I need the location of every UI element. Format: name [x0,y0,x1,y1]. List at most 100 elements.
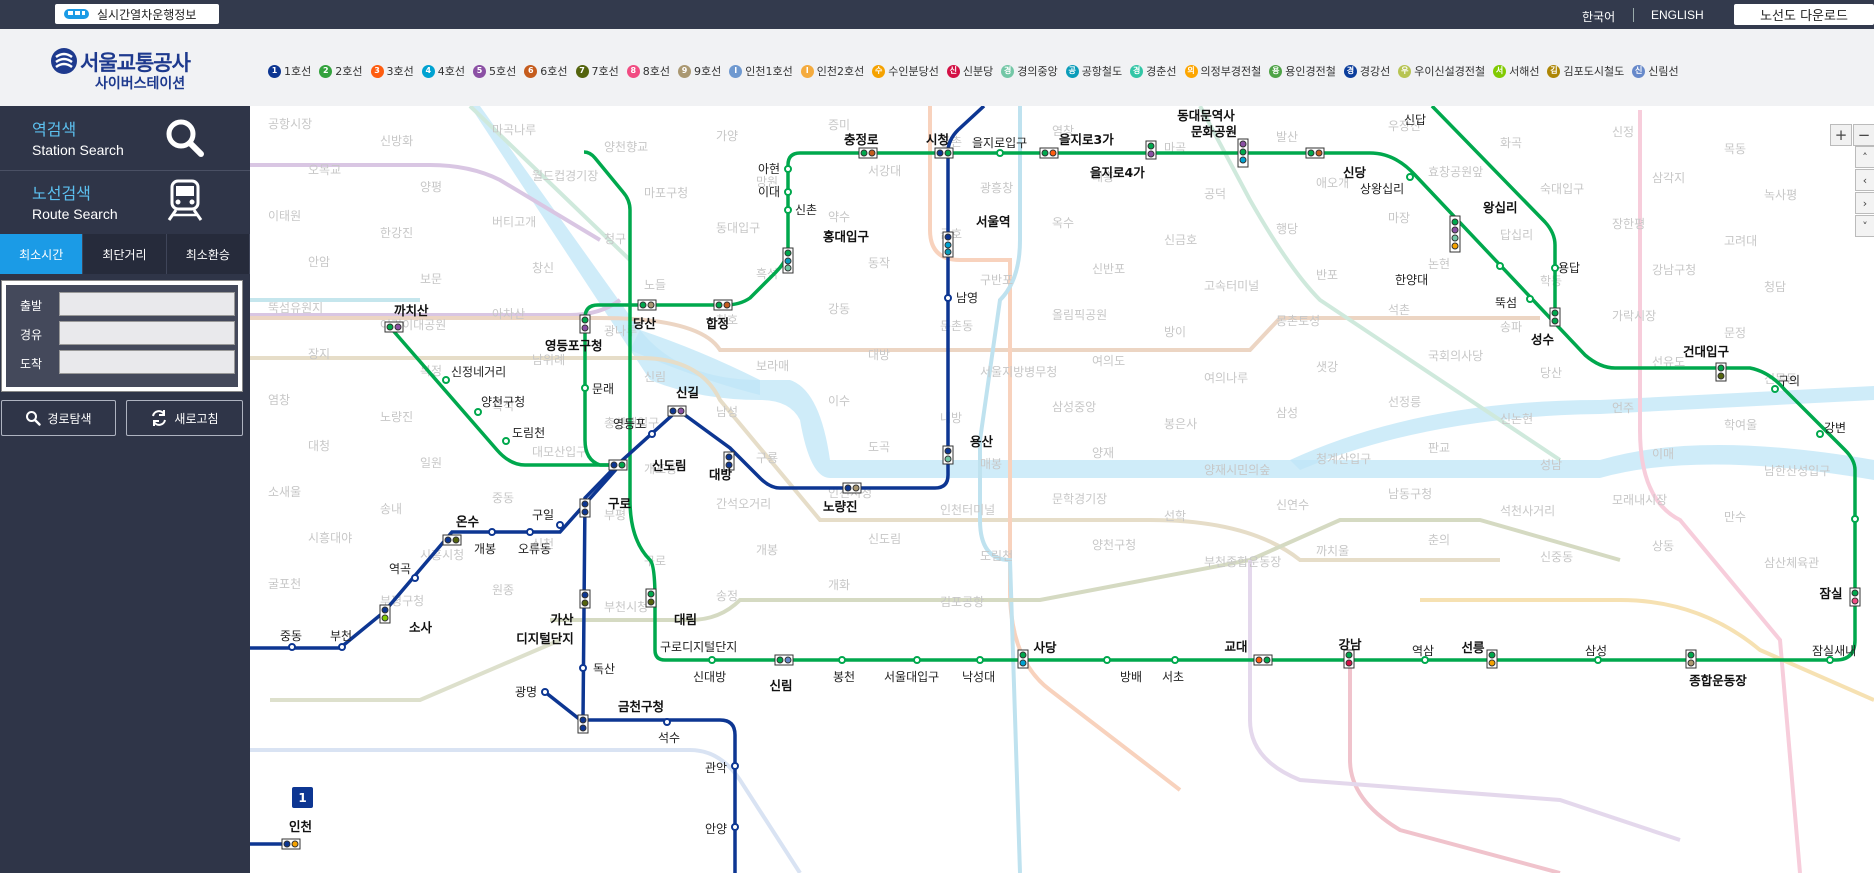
station-label[interactable]: 가산 [550,612,574,627]
station-label[interactable]: 도림천 [512,425,545,440]
station-label[interactable]: 강변 [1824,421,1846,435]
station-label[interactable]: 신답 [1404,113,1426,127]
station-label[interactable]: 동대문역사 [1177,108,1235,123]
station-label[interactable]: 왕십리 [1483,200,1518,215]
station-label[interactable]: 문래 [592,382,614,396]
station-label[interactable]: 봉천 [833,669,855,684]
pan-down-button[interactable]: ˅ [1855,215,1874,237]
tab-min-time[interactable]: 최소시간 [0,234,84,274]
station-label[interactable]: 구일 [532,508,554,522]
station-label[interactable]: 을지로3가 [1059,132,1114,147]
station-label[interactable]: 인천 [289,819,312,834]
station-label[interactable]: 역삼 [1412,644,1434,658]
station-label[interactable]: 대림 [674,612,697,627]
station-label[interactable]: 구로디지털단지 [660,640,737,654]
station-label[interactable]: 신도림 [652,458,687,473]
station-label[interactable]: 서울역 [976,214,1011,229]
lang-english-link[interactable]: ENGLISH [1651,8,1704,22]
station-label[interactable]: 충정로 [844,132,879,147]
zoom-in-button[interactable]: + [1830,124,1852,146]
station-label[interactable]: 구의 [1778,374,1800,388]
station-label[interactable]: 신길 [676,385,699,400]
station-label[interactable]: 개봉 [474,542,496,556]
station-label[interactable]: 문화공원 [1191,124,1237,139]
station-label[interactable]: 중동 [280,629,302,643]
station-label[interactable]: 영등포구청 [545,338,603,353]
route-find-button[interactable]: 경로탐색 [1,400,116,436]
station-label[interactable]: 디지털단지 [516,631,574,646]
station-label[interactable]: 구로 [608,496,632,511]
station-label[interactable]: 광명 [515,685,537,699]
station-label[interactable]: 석수 [658,731,680,745]
station-label[interactable]: 종합운동장 [1689,673,1747,688]
station-label[interactable]: 오류동 [518,542,551,556]
station-label[interactable]: 삼성 [1585,644,1607,658]
station-label[interactable]: 용산 [970,434,994,449]
station-label[interactable]: 당산 [633,316,657,331]
station-label[interactable]: 이대 [758,185,780,199]
station-label[interactable]: 한양대 [1395,273,1428,287]
lang-korean-link[interactable]: 한국어 [1582,10,1616,24]
station-label[interactable]: 뚝섬 [1495,296,1517,310]
station-label[interactable]: 교대 [1224,639,1247,654]
station-label[interactable]: 신촌 [795,203,817,217]
station-label[interactable]: 역곡 [389,562,411,576]
station-label[interactable]: 온수 [456,514,480,529]
station-label[interactable]: 까치산 [394,303,429,318]
refresh-button[interactable]: 새로고침 [126,400,243,436]
zoom-out-button[interactable]: − [1853,124,1874,146]
subway-map-canvas[interactable]: 공항시장신방화마곡나루양천향교가양증미등촌염창마곡발산우장산화곡신정목동오목교양… [250,106,1874,873]
station-label[interactable]: 독산 [593,662,615,676]
station-label[interactable]: 관악 [705,761,727,775]
station-label[interactable]: 서초 [1162,670,1184,684]
station-label[interactable]: 합정 [706,316,729,331]
station-label[interactable]: 부천 [330,628,352,643]
station-label[interactable]: 선릉 [1461,640,1485,655]
map-download-button[interactable]: 노선도 다운로드 [1734,4,1874,25]
station-label[interactable]: 잠실새내 [1812,644,1856,658]
station-label[interactable]: 서울대입구 [884,670,939,684]
station-label[interactable]: 을지로4가 [1090,165,1145,180]
tab-min-transfer[interactable]: 최소환승 [166,234,250,274]
station-label[interactable]: 건대입구 [1683,344,1730,359]
departure-input[interactable] [59,292,235,316]
tab-shortest-distance[interactable]: 최단거리 [83,234,167,274]
station-label[interactable]: 사당 [1033,640,1057,655]
pan-up-button[interactable]: ˄ [1855,146,1874,168]
station-label[interactable]: 안양 [705,822,727,836]
station-label[interactable]: 낙성대 [962,670,995,684]
station-label[interactable]: 신정네거리 [451,365,506,379]
station-label[interactable]: 소사 [409,620,433,635]
station-label[interactable]: 용답 [1558,261,1580,275]
station-label[interactable]: 남영 [956,291,978,305]
station-label[interactable]: 을지로입구 [972,136,1027,150]
station-label[interactable]: 강남 [1338,637,1362,652]
station-search-button[interactable]: 역검색 Station Search [0,106,250,171]
station-label[interactable]: 아현 [758,162,780,176]
realtime-train-info-button[interactable]: 실시간열차운행정보 [55,4,219,24]
station-label[interactable]: 신대방 [693,670,726,684]
station-label[interactable]: 양천구청 [481,394,525,409]
pan-left-button[interactable]: ‹ [1855,169,1874,191]
station-label[interactable]: 성수 [1531,332,1555,347]
route-search-button[interactable]: 노선검색 Route Search [0,170,250,235]
